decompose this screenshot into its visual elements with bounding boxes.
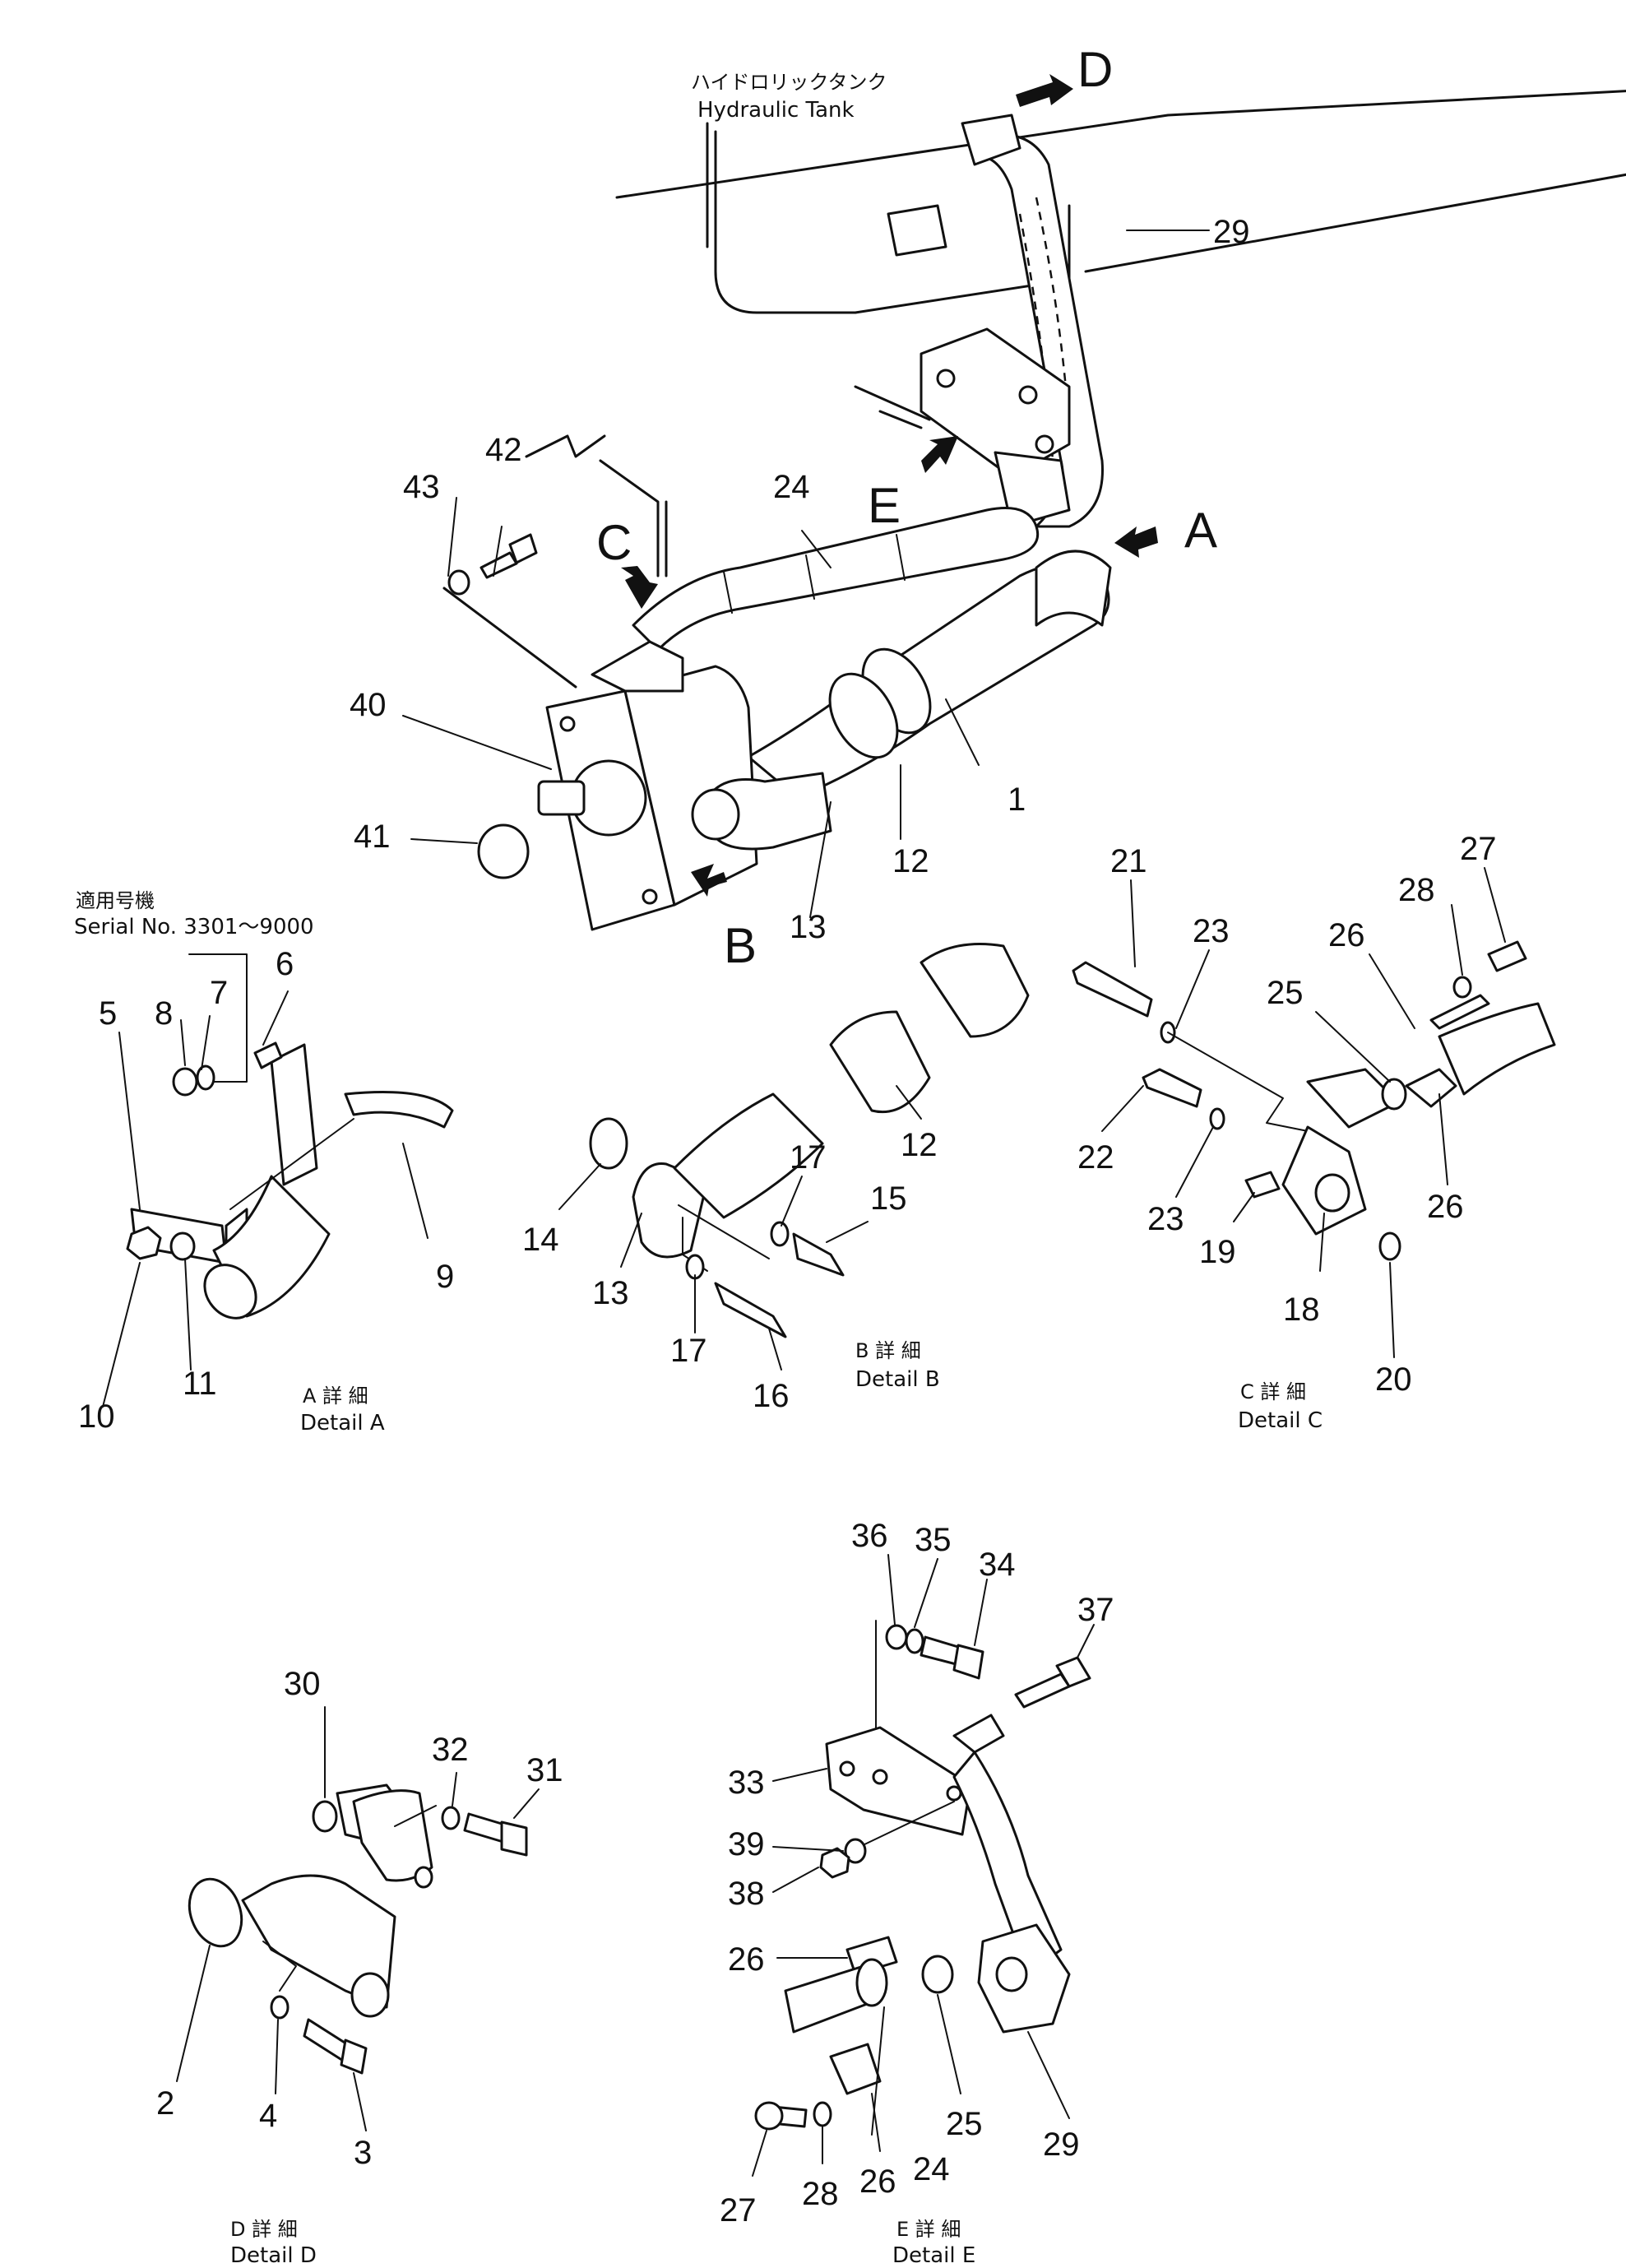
- view-arrows: D A C B E: [596, 42, 1217, 973]
- part-25: 25: [1267, 975, 1304, 1011]
- tank-label: ハイドロリックタンク Hydraulic Tank: [691, 71, 887, 123]
- o-ring-41: [477, 823, 530, 879]
- detail-e: 36 35 34 37 33 39 38 26 25 29 24 26 28 2…: [720, 1518, 1114, 2268]
- hose-24-main: [632, 507, 1039, 652]
- part-5: 5: [99, 995, 117, 1032]
- main-leaders: [402, 230, 1210, 918]
- detail-b-caption-jp: B 詳 細: [855, 1339, 921, 1362]
- part-11: 11: [183, 1366, 217, 1402]
- detail-d-caption-jp: D 詳 細: [230, 2218, 298, 2241]
- washer-43: [447, 569, 470, 596]
- part-10: 10: [78, 1398, 115, 1435]
- part-18: 18: [1283, 1292, 1320, 1328]
- detail-c: 21 23 22 23 19 18 20 25 26 26 28 27 C 詳 …: [1072, 831, 1556, 1433]
- part-27: 27: [1460, 831, 1497, 867]
- part-33: 33: [728, 1765, 765, 1801]
- view-marker-d: D: [1077, 42, 1113, 97]
- part-37: 37: [1077, 1592, 1114, 1628]
- ref-line-43: [442, 587, 577, 689]
- part-35: 35: [915, 1522, 952, 1558]
- part-30: 30: [284, 1666, 321, 1702]
- part-26-upper: 26: [1328, 917, 1365, 953]
- o-ring-14: [589, 1117, 628, 1170]
- part-23-upper: 23: [1193, 913, 1230, 949]
- part-32: 32: [432, 1732, 469, 1768]
- detail-a: 5 8 7 6 9 10 11 A 詳 細 Detail A: [78, 946, 454, 1435]
- hydraulic-tank: [615, 90, 1626, 314]
- part-40: 40: [350, 687, 387, 723]
- part-12-b: 12: [901, 1127, 938, 1163]
- tank-label-jp: ハイドロリックタンク: [691, 71, 887, 94]
- detail-b: 14 13 17 17 15 16 12 B 詳 細 Detail B: [522, 943, 1030, 1414]
- detail-a-caption-jp: A 詳 細: [303, 1384, 368, 1408]
- part-8: 8: [155, 995, 173, 1032]
- elbow-13-main: [691, 772, 832, 851]
- part-22: 22: [1077, 1139, 1114, 1176]
- detail-d-caption-en: Detail D: [230, 2243, 317, 2268]
- detail-c-caption-en: Detail C: [1238, 1408, 1323, 1433]
- detail-a-caption-en: Detail A: [300, 1411, 385, 1435]
- part-26-e-lower: 26: [859, 2164, 896, 2200]
- serial-label: 適用号機 Serial No. 3301～9000: [74, 889, 314, 939]
- bolt-42: [479, 533, 538, 579]
- part-12: 12: [892, 843, 929, 879]
- part-42: 42: [485, 432, 522, 468]
- part-1: 1: [1008, 782, 1026, 818]
- part-19: 19: [1199, 1234, 1236, 1270]
- pump-40: [537, 640, 758, 931]
- bracket-main: [920, 327, 1071, 528]
- part-27-e: 27: [720, 2192, 757, 2229]
- view-marker-a: A: [1184, 503, 1217, 558]
- part-21: 21: [1110, 843, 1147, 879]
- part-13-b: 13: [592, 1275, 629, 1311]
- serial-label-jp: 適用号機: [76, 889, 155, 912]
- part-26-lower: 26: [1427, 1189, 1464, 1225]
- part-14: 14: [522, 1222, 559, 1258]
- cut-mark: [525, 434, 606, 458]
- part-17-upper: 17: [790, 1139, 827, 1176]
- part-9: 9: [436, 1259, 454, 1295]
- part-6: 6: [276, 946, 294, 982]
- part-20: 20: [1375, 1361, 1412, 1398]
- part-3: 3: [354, 2135, 372, 2171]
- view-marker-c: C: [596, 515, 632, 570]
- serial-label-en: Serial No. 3301～9000: [74, 915, 314, 939]
- part-28-e: 28: [802, 2176, 839, 2212]
- hose-1-main: [747, 550, 1112, 800]
- main-part-numbers: 43 42 24 29 40 41 1 12 13: [350, 214, 1250, 945]
- part-24: 24: [773, 469, 810, 505]
- view-marker-e: E: [868, 478, 901, 533]
- part-25-e: 25: [946, 2106, 983, 2142]
- part-36: 36: [851, 1518, 888, 1554]
- part-4: 4: [259, 2098, 277, 2134]
- part-39: 39: [728, 1826, 765, 1862]
- part-23-lower: 23: [1147, 1201, 1184, 1237]
- part-15: 15: [870, 1180, 907, 1217]
- part-28: 28: [1398, 872, 1435, 908]
- part-2: 2: [156, 2085, 174, 2122]
- part-38: 38: [728, 1876, 765, 1912]
- part-17-lower: 17: [670, 1333, 707, 1369]
- part-24-e: 24: [913, 2151, 950, 2187]
- part-43: 43: [403, 469, 440, 505]
- part-29-e: 29: [1043, 2127, 1080, 2163]
- detail-e-caption-en: Detail E: [892, 2243, 975, 2268]
- detail-d: 30 32 31 2 4 3 D 詳 細 Detail D: [156, 1666, 563, 2268]
- view-marker-b: B: [724, 918, 757, 973]
- tank-label-en: Hydraulic Tank: [697, 98, 855, 123]
- part-26-e-upper: 26: [728, 1941, 765, 1978]
- tube-29-main: [887, 114, 1104, 528]
- part-34: 34: [979, 1547, 1016, 1583]
- part-31: 31: [526, 1752, 563, 1788]
- part-13: 13: [790, 909, 827, 945]
- detail-b-caption-en: Detail B: [855, 1367, 940, 1392]
- part-7: 7: [210, 975, 228, 1011]
- part-16: 16: [753, 1378, 790, 1414]
- detail-c-caption-jp: C 詳 細: [1240, 1380, 1306, 1403]
- part-29: 29: [1213, 214, 1250, 250]
- detail-e-caption-jp: E 詳 細: [896, 2218, 961, 2241]
- part-41: 41: [354, 819, 391, 855]
